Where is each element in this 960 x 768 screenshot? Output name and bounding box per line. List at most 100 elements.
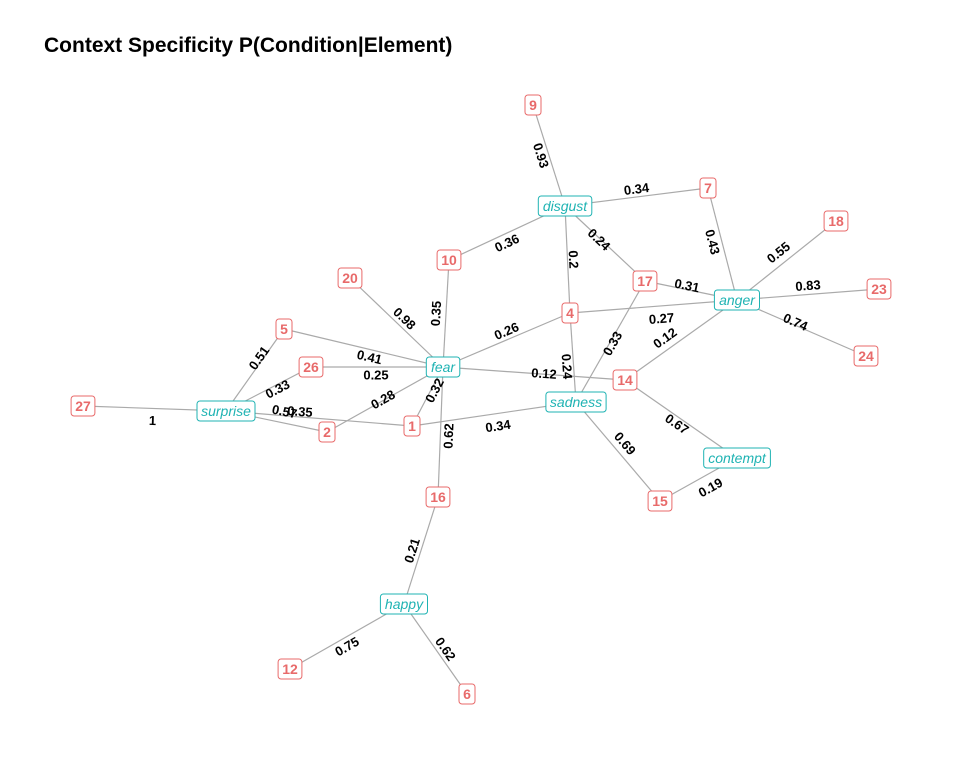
edge-18-anger [736,220,837,301]
edge-weight-label: 0.12 [650,325,679,352]
edge-weight-label: 0.24 [585,225,614,254]
condition-node-anger: anger [713,289,761,311]
element-node-4: 4 [561,302,579,324]
edge-23-anger [736,288,880,301]
element-node-20: 20 [337,267,363,289]
condition-node-fear: fear [425,356,461,378]
node-box [647,490,673,512]
node-box [425,486,451,508]
edge-20-fear [349,277,444,368]
edge-weight-label: 0.36 [492,231,521,255]
element-node-18: 18 [823,210,849,232]
edge-weight-label: 0.2 [566,250,582,269]
node-box [713,289,761,311]
edge-12-happy [289,603,405,670]
node-label: 18 [828,213,844,229]
node-box [823,210,849,232]
node-label: 4 [566,305,574,321]
element-node-6: 6 [458,683,476,705]
element-node-7: 7 [699,177,717,199]
nodes-layer: disgust anger fear surprise sadness contempt h… [70,94,892,705]
edge-weight-label: 0.33 [263,377,292,402]
edge-7-anger [707,187,738,301]
node-box [545,391,607,413]
edge-5-fear [283,328,444,368]
edge-weight-label: 0.25 [363,368,388,383]
edge-6-happy [403,603,468,695]
edge-16-happy [403,496,439,605]
node-box [632,270,658,292]
node-box [537,195,593,217]
edge-14-anger [624,299,738,381]
edge-weight-label: 0.26 [492,319,521,343]
chart-title: Context Specificity P(Condition|Element) [44,34,453,57]
edge-weight-label: 0.51 [246,343,273,372]
edge-weight-label: 0.55 [764,239,793,267]
condition-node-surprise: surprise [196,400,256,422]
node-box [853,345,879,367]
edge-weight-label: 0.31 [673,276,701,296]
node-label: 5 [280,321,288,337]
node-label: disgust [543,198,588,214]
node-label: anger [719,292,756,308]
element-node-5: 5 [275,318,293,340]
node-label: 9 [529,97,537,113]
node-box [703,447,771,469]
edge-weight-label: 0.69 [611,429,639,458]
edge-weight-label: 0.34 [623,180,651,198]
element-node-23: 23 [866,278,892,300]
element-node-10: 10 [436,249,462,271]
edge-weight-label: 0.33 [600,329,626,358]
node-box [298,356,324,378]
edge-weight-label: 0.93 [530,141,552,170]
node-label: 16 [430,489,446,505]
edge-weight-label: 0.67 [662,411,691,438]
node-label: 6 [463,686,471,702]
element-node-26: 26 [298,356,324,378]
edge-10-fear [442,259,450,368]
node-box [403,415,421,437]
edge-17-disgust [564,205,646,282]
node-label: 20 [342,270,358,286]
node-box [699,177,717,199]
node-label: contempt [708,450,767,466]
edge-weight-label: 0.98 [390,304,419,332]
node-box [318,421,336,443]
edge-weight-label: 0.28 [368,387,397,412]
node-box [561,302,579,324]
edge-1-surprise [225,410,413,427]
element-node-24: 24 [853,345,879,367]
node-box [196,400,256,422]
node-label: 10 [441,252,457,268]
node-label: surprise [201,403,251,419]
node-box [275,318,293,340]
edge-4-fear [442,312,571,368]
node-box [277,658,303,680]
element-node-17: 17 [632,270,658,292]
element-node-1: 1 [403,415,421,437]
node-label: fear [431,359,456,375]
node-box [524,94,542,116]
condition-node-disgust: disgust [537,195,593,217]
edge-weight-label: 0.24 [559,353,576,380]
node-label: 1 [408,418,416,434]
element-node-12: 12 [277,658,303,680]
edge-weight-label: 0.62 [441,423,457,449]
edge-weight-label: 0.35 [428,300,444,326]
node-box [612,369,638,391]
edge-weight-label: 0.75 [332,634,361,660]
node-label: 7 [704,180,712,196]
node-label: 12 [282,661,298,677]
node-label: happy [385,596,424,612]
condition-node-contempt: contempt [703,447,771,469]
edge-4-sadness [569,312,577,403]
element-node-9: 9 [524,94,542,116]
node-label: sadness [550,394,602,410]
element-node-16: 16 [425,486,451,508]
edge-weight-label: 0.12 [531,365,557,382]
edge-16-fear [437,366,444,498]
edge-14-contempt [624,379,738,459]
node-box [379,593,428,615]
edge-weight-label: 0.35 [287,403,313,420]
